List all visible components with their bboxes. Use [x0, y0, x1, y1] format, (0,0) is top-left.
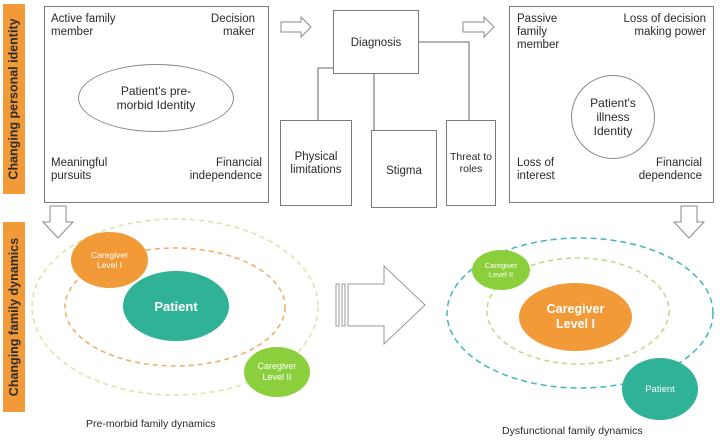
stigma-label: Stigma	[386, 165, 422, 177]
loss-of-decision-label: Loss of decision making power	[623, 13, 706, 38]
side-label-family-dynamics: Changing family dynamics	[3, 222, 25, 412]
diagnosis-box: Diagnosis	[333, 10, 419, 74]
financial-dependence-label: Financial dependence	[638, 157, 702, 182]
outer-ring-right	[446, 237, 714, 389]
threat-to-roles-box: Threat to roles	[446, 120, 496, 206]
caregiver-level-1-left: Caregiver Level I	[71, 232, 148, 288]
pre-morbid-identity-ellipse: Patient's pre-morbid Identity	[78, 64, 234, 132]
outer-ring-left	[31, 218, 319, 396]
caregiver-level-2-right: Caregiver Level II	[472, 250, 530, 290]
passive-family-member-label: Passive family member	[517, 13, 560, 51]
big-arrow-right-icon	[335, 264, 426, 346]
illness-identity-ellipse: Patient's illness Identity	[571, 75, 655, 159]
connector-threat	[417, 41, 470, 120]
arrow-down-icon-left	[41, 205, 75, 239]
inner-ring-right	[486, 257, 670, 365]
physical-limitations-label: Physical limitations	[290, 151, 342, 176]
connector-physical	[317, 67, 336, 120]
diagnosis-label: Diagnosis	[350, 37, 402, 49]
physical-limitations-box: Physical limitations	[280, 120, 352, 206]
inner-ring-left	[64, 247, 286, 367]
caregiver-level-1-right: Caregiver Level I	[519, 283, 632, 351]
stigma-box: Stigma	[371, 130, 437, 208]
arrow-right-icon-left	[280, 15, 312, 39]
pre-morbid-caption: Pre-morbid family dynamics	[86, 418, 216, 430]
financial-independence-label: Financial independence	[189, 157, 262, 182]
dysfunctional-caption: Dysfunctional family dynamics	[502, 425, 643, 437]
patient-oval-left: Patient	[123, 271, 229, 341]
meaningful-pursuits-label: Meaningful pursuits	[51, 157, 108, 182]
side-label-personal-identity: Changing personal identity	[3, 4, 25, 194]
active-family-member-label: Active family member	[51, 13, 116, 38]
loss-of-interest-label: Loss of interest	[517, 157, 555, 182]
arrow-right-icon-right	[462, 15, 495, 39]
arrow-down-icon-right	[672, 205, 706, 239]
threat-to-roles-label: Threat to roles	[449, 151, 493, 175]
decision-maker-label: Decision maker	[210, 13, 255, 38]
caregiver-level-2-left: Caregiver Level II	[244, 347, 310, 397]
patient-oval-right: Patient	[622, 358, 698, 420]
